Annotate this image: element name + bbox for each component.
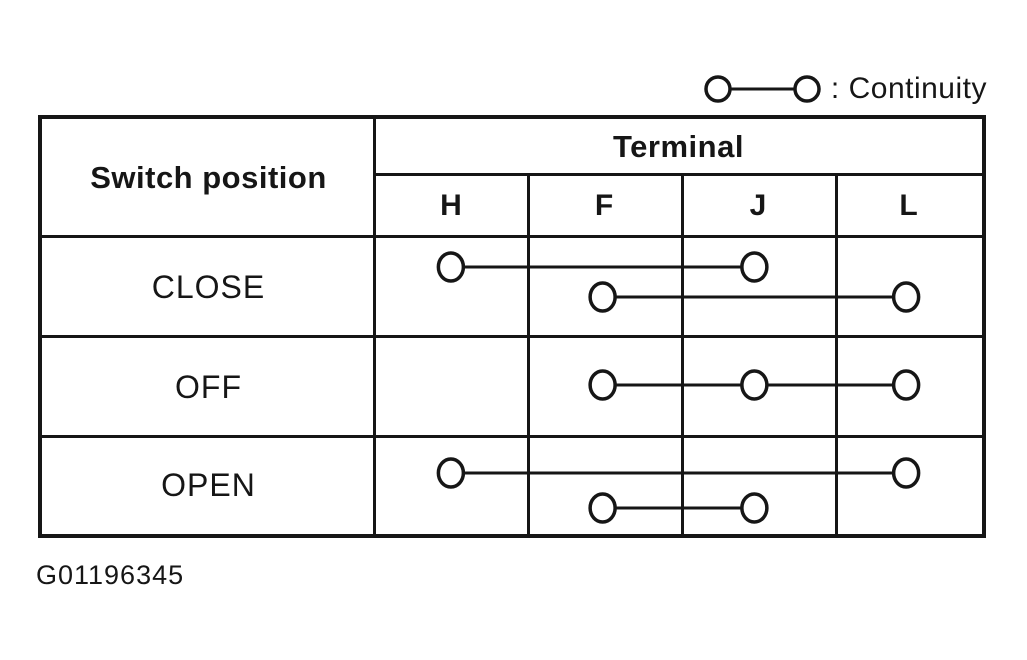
continuity-symbol-icon <box>704 75 821 103</box>
continuity-legend: : Continuity <box>703 72 987 106</box>
continuity-connections <box>436 251 921 524</box>
legend-label: : Continuity <box>830 72 987 105</box>
grid-line <box>42 235 982 238</box>
grid-line <box>42 435 982 438</box>
figure-id: G01196345 <box>36 560 185 590</box>
switch-position-header: Switch position <box>90 160 327 195</box>
row-label-off: OFF <box>175 368 242 405</box>
grid-line <box>373 173 982 176</box>
row-label-close: CLOSE <box>151 268 266 305</box>
grid-line <box>527 173 530 534</box>
terminal-header-l: L <box>899 189 918 222</box>
terminal-header-h: H <box>440 189 462 222</box>
terminal-header-f: F <box>594 189 614 222</box>
grid-line <box>373 119 376 534</box>
grid-line <box>42 335 982 338</box>
grid-line <box>835 173 838 534</box>
continuity-table: Switch position Terminal H F J L CLOSE O… <box>38 115 986 538</box>
terminal-header-j: J <box>749 189 767 222</box>
terminal-group-header: Terminal <box>613 129 744 164</box>
grid-line <box>681 173 684 534</box>
row-label-open: OPEN <box>161 467 256 503</box>
